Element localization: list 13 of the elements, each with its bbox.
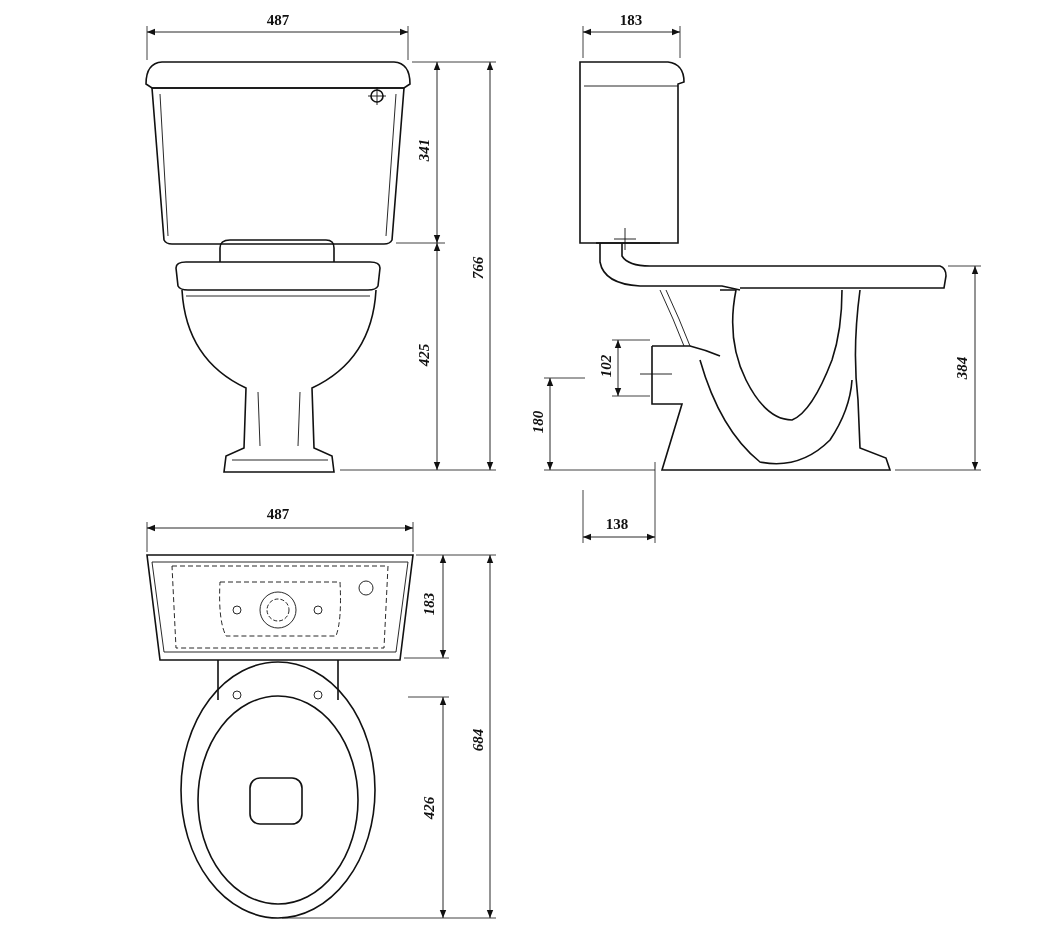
- dimension-label: 425: [416, 343, 432, 367]
- dimension-label: 183: [421, 592, 437, 616]
- dimension-label: 684: [470, 728, 486, 752]
- dimension-label: 341: [416, 138, 432, 162]
- dimension-label: 384: [954, 356, 970, 380]
- dimension-label: 487: [266, 506, 290, 522]
- dimension-label: 138: [605, 516, 629, 532]
- dimension-label: 766: [470, 256, 486, 280]
- dimension-label: 487: [266, 12, 290, 28]
- dimension-label: 180: [530, 410, 546, 434]
- dimension-label: 102: [598, 354, 614, 378]
- dimension-label: 183: [619, 12, 643, 28]
- dimension-label: 426: [421, 796, 437, 820]
